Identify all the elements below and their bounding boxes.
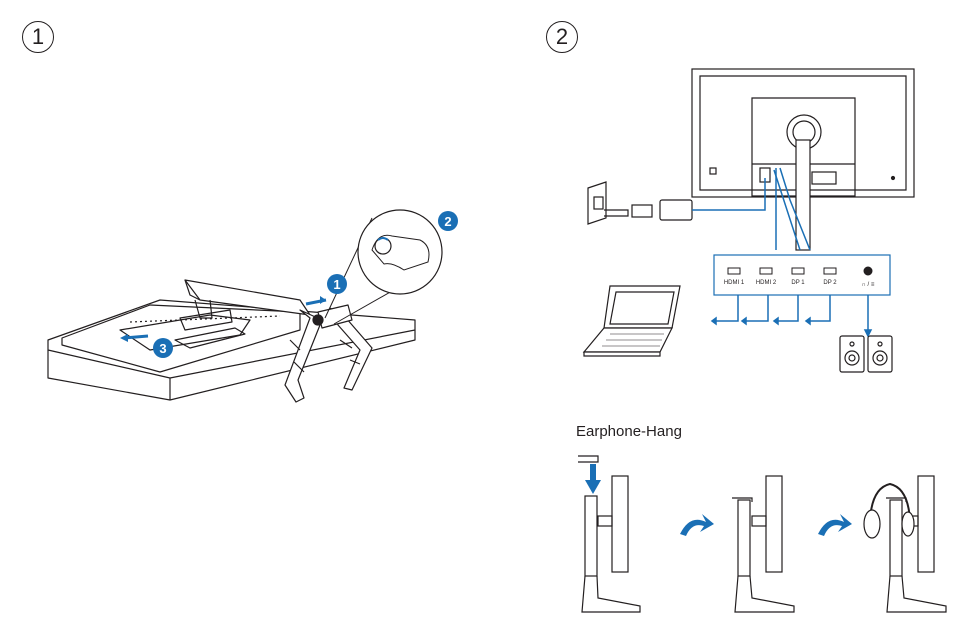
- removal-arrows: [120, 296, 327, 342]
- monitor-lying-on-table: [47, 279, 416, 403]
- svg-text:3: 3: [159, 341, 166, 356]
- port-label: HDMI 1: [724, 280, 745, 286]
- earphone-hang-step-1: [578, 455, 641, 613]
- release-button-zoom: [324, 209, 443, 325]
- callout-3: 3: [153, 338, 173, 358]
- callout-2: 2: [438, 211, 458, 231]
- port-label: DP 1: [791, 280, 805, 286]
- port-label: DP 2: [823, 280, 837, 286]
- svg-text:2: 2: [444, 214, 451, 229]
- power-outlet: [587, 181, 693, 225]
- port-label: ∩ / ≡: [862, 282, 875, 288]
- earphone-hang-step-2: [732, 475, 795, 613]
- monitor-rear-view: [691, 68, 915, 251]
- speakers-icon: [839, 335, 893, 373]
- device-arrows: [710, 295, 873, 338]
- earphone-hang-step-3: [863, 475, 947, 613]
- callout-1: 1: [327, 274, 347, 294]
- laptop-icon: [582, 285, 681, 357]
- step-1-badge: 1: [22, 21, 54, 53]
- earphone-hang-title: Earphone-Hang: [576, 423, 682, 440]
- port-label: HDMI 2: [756, 280, 777, 286]
- rotate-arrow-1: [680, 514, 714, 536]
- insert-arrow: [585, 464, 601, 494]
- rotate-arrow-2: [818, 514, 852, 536]
- connection-cables: [692, 167, 811, 251]
- port-panel: HDMI 1 HDMI 2 DP 1 DP 2 ∩ / ≡: [713, 254, 891, 296]
- svg-text:1: 1: [333, 277, 340, 292]
- step-2-badge: 2: [546, 21, 578, 53]
